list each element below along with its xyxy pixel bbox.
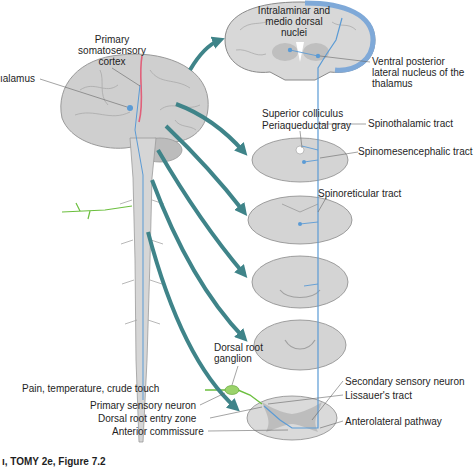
structure-label: Primary somatosensory cortex: [66, 34, 158, 67]
structure-label: Dorsal root entry zone: [98, 413, 218, 424]
medulla-section: [252, 256, 348, 308]
pathway-in-brain: [135, 85, 143, 400]
olive: [280, 290, 320, 298]
structure-label: ıalamus: [0, 73, 46, 84]
structure-label: Pain, temperature, crude touch: [22, 383, 208, 394]
reticular-dot: [298, 222, 302, 226]
structure-label: Ventral posterior lateral nucleus of the…: [372, 56, 474, 89]
structure-label: Primary sensory neuron: [90, 400, 210, 411]
anterolateral-pathway: [264, 18, 342, 428]
coronal-section: [225, 2, 375, 80]
structure-label: Intralaminar and medio dorsal nuclei: [256, 5, 332, 38]
brain-gyri: [75, 70, 200, 130]
pag-dot: [302, 160, 306, 164]
structure-label: Lissauer's tract: [345, 390, 474, 401]
pons-section: [248, 196, 352, 244]
thalamus-right: [303, 43, 329, 61]
teal-arrow: [152, 180, 244, 338]
structure-label: Superior colliculus: [262, 108, 366, 119]
structure-label: Anterior commissure: [112, 426, 222, 437]
structure-label: Spinoreticular tract: [318, 188, 434, 199]
figure-caption: ı, TOMY 2e, Figure 7.2: [2, 456, 106, 467]
teal-arrow: [166, 126, 244, 212]
teal-arrow: [158, 150, 244, 274]
teal-arrow: [148, 232, 236, 408]
structure-label: Spinomesencephalic tract: [358, 146, 474, 157]
structure-label: Spinothalamic tract: [368, 118, 474, 129]
midbrain-section: [252, 138, 348, 182]
fourth-ventricle: [282, 204, 318, 212]
vpl-dot: [316, 54, 320, 58]
teal-arrow: [190, 40, 220, 70]
medulla-gray: [285, 340, 315, 349]
dorsal-root-ganglion: [225, 386, 239, 395]
leader-lines: [40, 56, 370, 431]
primary-neuron-small: [62, 203, 132, 219]
thalamus-dot: [127, 105, 133, 111]
structure-label: Secondary sensory neuron: [345, 376, 474, 387]
aqueduct: [296, 146, 304, 154]
lower-medulla-section: [254, 320, 346, 370]
structure-label: Periaqueductal gray: [262, 120, 366, 131]
structure-label: Dorsal root ganglion: [214, 342, 274, 364]
brain-lateral: [61, 54, 208, 148]
pathway-branches: [290, 50, 318, 286]
intralaminar-dot: [288, 48, 292, 52]
thalamus-left: [272, 43, 298, 61]
structure-label: Anterolateral pathway: [345, 416, 474, 427]
